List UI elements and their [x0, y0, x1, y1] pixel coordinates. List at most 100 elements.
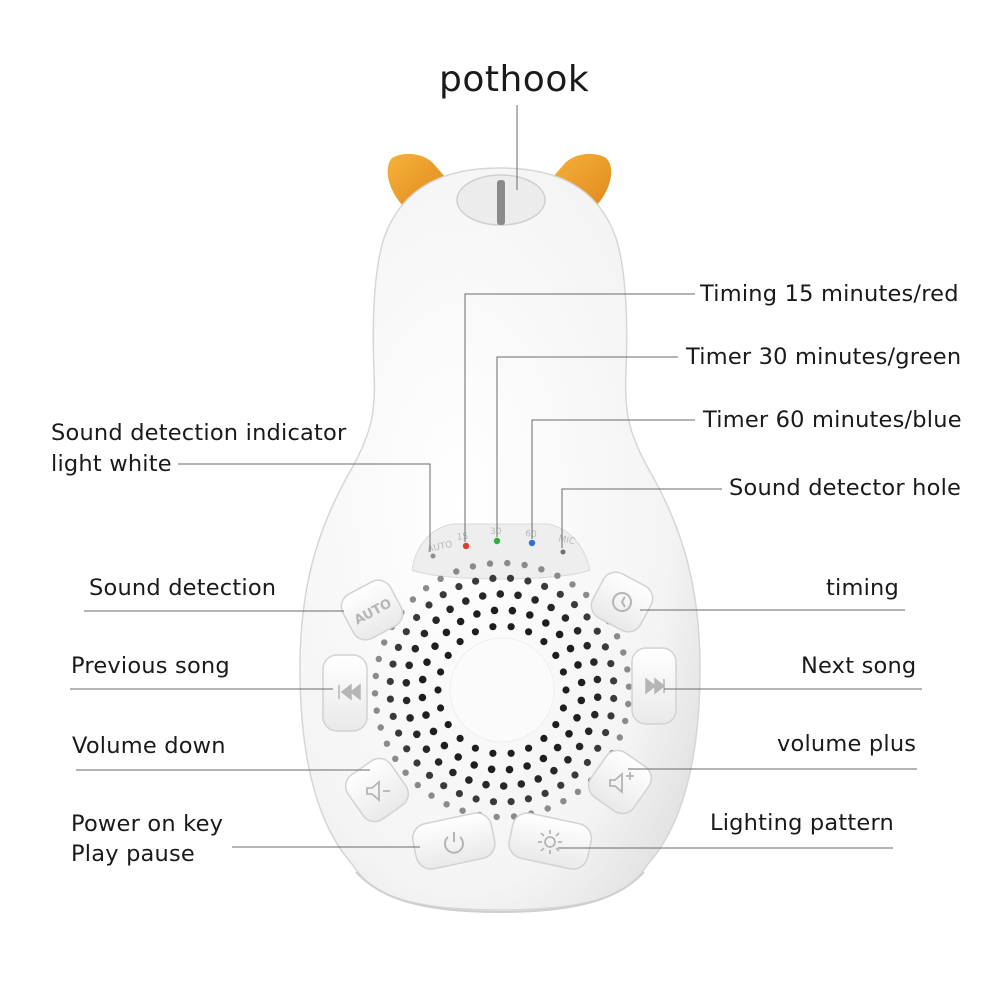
speaker-hole [422, 585, 430, 592]
speaker-hole [547, 603, 555, 612]
leader-timing-15 [464, 293, 695, 542]
speaker-hole [373, 707, 380, 714]
speaker-hole [541, 582, 549, 591]
volume-down-button[interactable] [340, 753, 414, 827]
speaker-hole [449, 768, 457, 777]
speaker-hole [625, 700, 632, 708]
speaker-hole [440, 782, 448, 790]
speaker-hole [601, 643, 610, 651]
label-timer-30: Timer 30 minutes/green [686, 344, 962, 370]
speaker-hole [507, 749, 515, 757]
auto-indicator-light [430, 553, 436, 559]
speaker-hole [422, 711, 430, 719]
speaker-hole [439, 591, 447, 599]
speaker-hole [602, 729, 610, 737]
speaker-hole [534, 775, 542, 783]
label-timing: timing [826, 575, 899, 601]
speaker-hole [456, 734, 464, 743]
speaker-hole [574, 788, 582, 795]
sun-icon [538, 830, 562, 854]
auto-button[interactable]: AUTO [336, 575, 407, 644]
speaker-hole [456, 638, 464, 646]
speaker-hole [525, 628, 533, 636]
next-song-button[interactable] [631, 647, 677, 725]
speaker-hole [470, 761, 479, 769]
speaker-hole [434, 686, 442, 694]
speaker-hole [584, 727, 593, 736]
speaker-hole [583, 641, 591, 650]
speaker-hole [531, 596, 539, 604]
speaker-hole [409, 596, 417, 603]
speaker-hole [489, 798, 498, 806]
speaker-hole [506, 574, 515, 582]
speaker-hole [405, 661, 414, 670]
speaker-hole [486, 560, 494, 567]
label-power-line1: Power on key [71, 811, 224, 837]
speaker-hole [507, 798, 515, 806]
speaker-hole [377, 724, 384, 731]
speaker-hole [591, 710, 599, 719]
speaker-hole [437, 575, 444, 582]
speaker-hole [489, 574, 497, 583]
speaker-hole [371, 690, 379, 697]
speaker-hole [499, 782, 508, 790]
speaker-hole [570, 601, 579, 609]
speaker-hole [487, 765, 496, 774]
speaker-hole [386, 695, 394, 703]
speaker-hole [414, 781, 421, 789]
speaker-hole [517, 780, 526, 788]
previous-song-button[interactable] [322, 654, 368, 732]
next-icon [645, 677, 666, 695]
speaker-hole [402, 679, 411, 687]
speaker-hole [594, 744, 602, 752]
speaker-hole [375, 655, 382, 663]
lighting-pattern-button[interactable] [506, 810, 594, 872]
speaker-hole [455, 790, 463, 798]
speaker-hole [496, 590, 505, 598]
speaker-hole [420, 629, 429, 638]
speaker-hole [372, 672, 379, 680]
speaker-hole [541, 789, 549, 798]
speaker-hole [540, 638, 548, 646]
timing-button[interactable] [586, 567, 657, 636]
power-icon [444, 832, 464, 854]
speaker-hole [490, 606, 499, 615]
speaker-hole [610, 677, 618, 685]
speaker-hole [423, 658, 431, 666]
speaker-hole [525, 744, 533, 752]
volume-plus-button[interactable] [583, 745, 657, 819]
speaker-hole [456, 617, 465, 626]
speaker-hole [432, 616, 440, 624]
speaker-hole [620, 649, 627, 656]
speaker-hole [540, 734, 548, 743]
speaker-hole [472, 795, 480, 803]
speaker-hole [569, 581, 576, 588]
speaker-hole [381, 639, 388, 646]
label-sound-indicator-line2: light white [51, 451, 172, 477]
speaker-hole [616, 734, 623, 741]
label-next-song: Next song [801, 653, 917, 679]
timer-15-text: 15 [456, 532, 468, 543]
speaker-hole [437, 668, 445, 676]
speaker-hole [418, 675, 427, 684]
speaker-hole [523, 762, 531, 770]
speaker-hole [402, 696, 411, 705]
speaker-hole [395, 729, 403, 737]
speaker-hole [443, 801, 450, 808]
speaker-hole [473, 610, 481, 618]
speaker-hole [575, 742, 584, 751]
speaker-hole [469, 563, 477, 570]
speaker-hole [478, 592, 487, 600]
base-ring [355, 871, 645, 914]
speaker-hole [437, 704, 445, 712]
speaker-hole [560, 798, 567, 805]
speaker-hole [539, 754, 548, 763]
speaker-hole [554, 572, 561, 579]
speaker-hole [402, 628, 410, 636]
speaker-hole [613, 633, 621, 640]
speaker-hole [577, 678, 586, 687]
speaker-hole [557, 781, 565, 789]
speaker-hole [544, 805, 551, 812]
